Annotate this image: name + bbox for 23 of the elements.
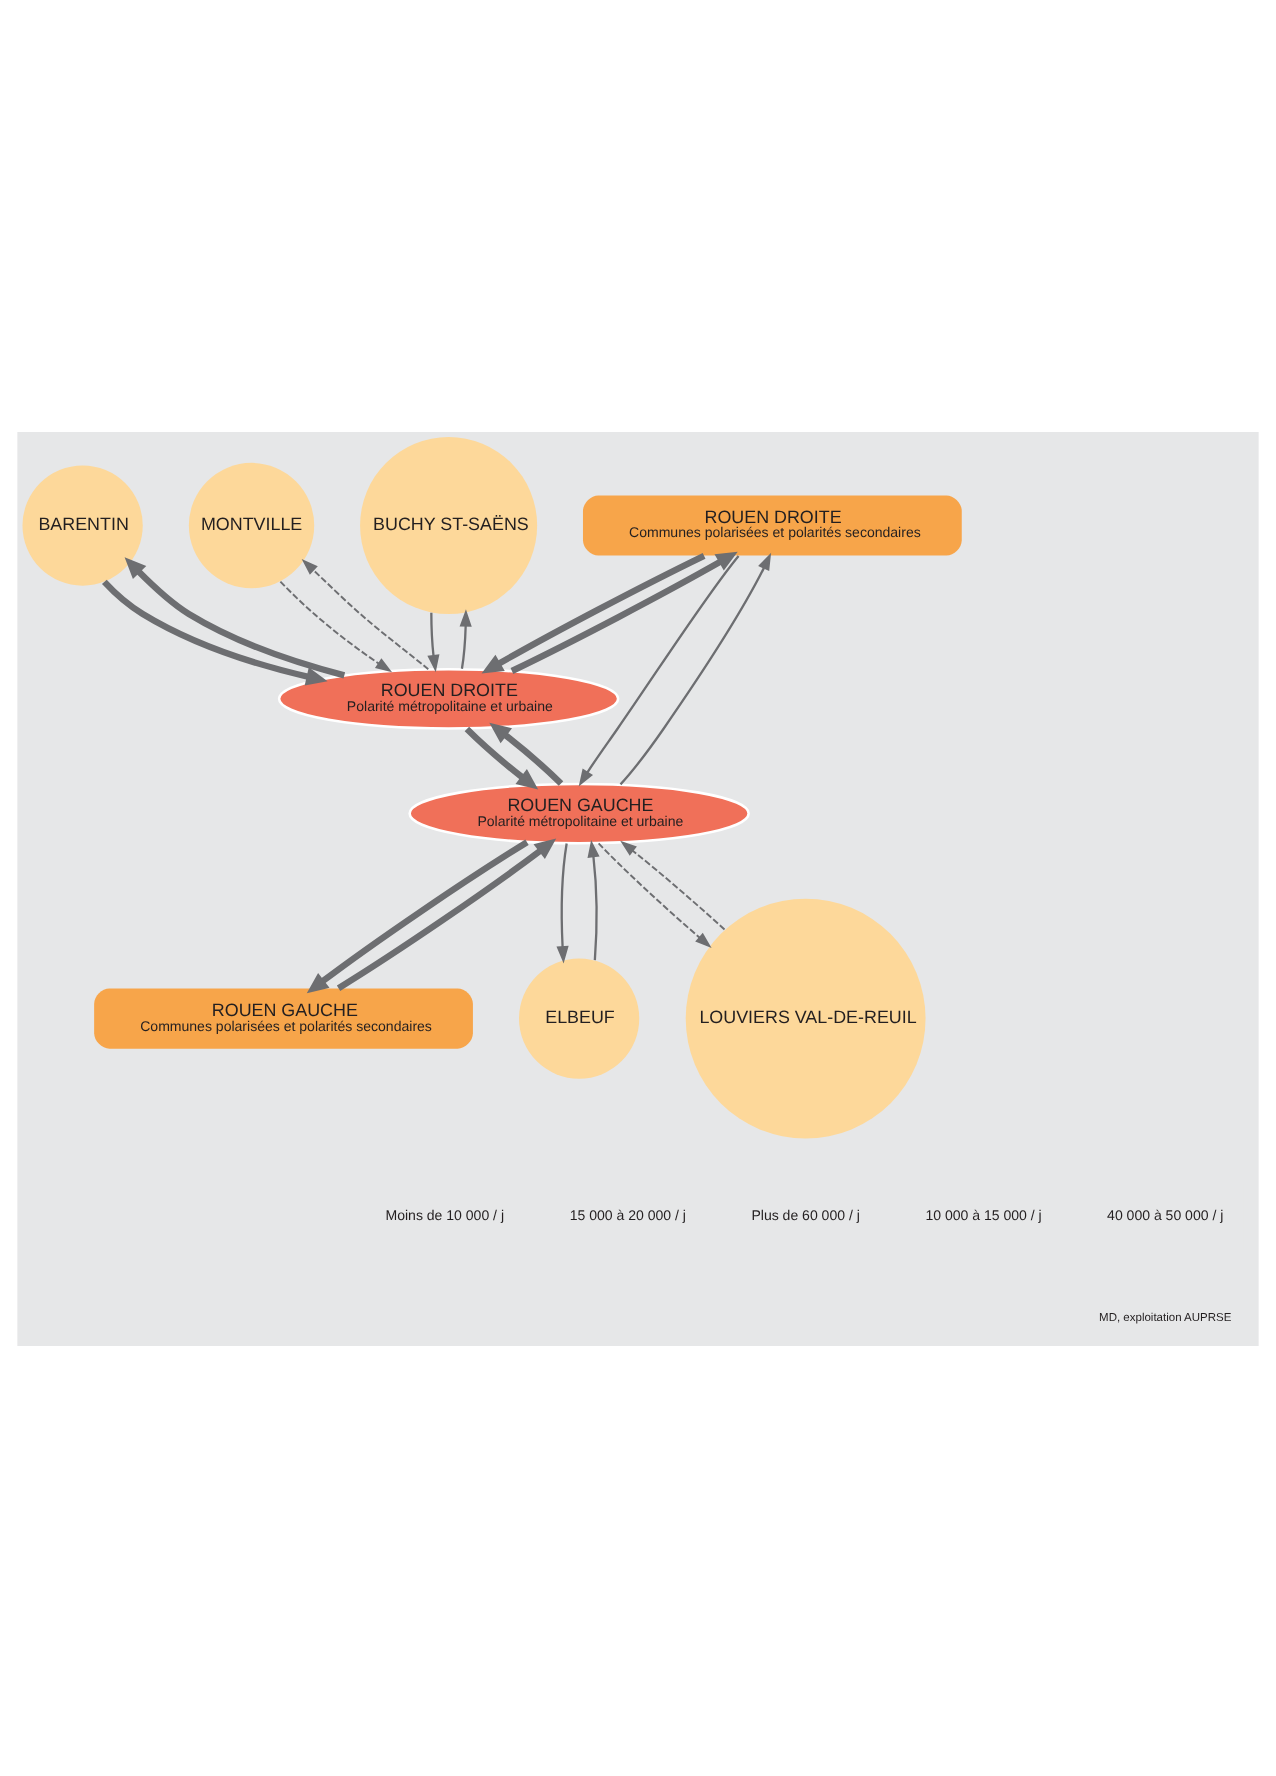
arrow [459,608,472,668]
arrow [279,579,393,672]
arrow [587,839,600,960]
arrow [578,554,740,786]
arrow [102,578,328,685]
arrow [464,725,539,789]
arrow [301,558,430,670]
node-circle: BUCHY ST-SAËNS [360,436,538,614]
arrow [306,838,529,993]
arrow [597,841,712,948]
arrow [556,842,569,963]
arrow [427,611,440,672]
arrow [481,551,706,673]
node-circle: LOUVIERS VAL-DE-REUIL [685,897,926,1138]
arrow [619,551,772,785]
node-circle: ELBEUF [519,957,640,1078]
arrow [489,721,564,785]
arrow [336,837,557,990]
node-circle: BARENTIN [22,464,143,585]
arrow [510,550,738,673]
arrow [124,556,346,678]
node-circle: MONTVILLE [188,461,315,588]
arrow [620,839,726,930]
